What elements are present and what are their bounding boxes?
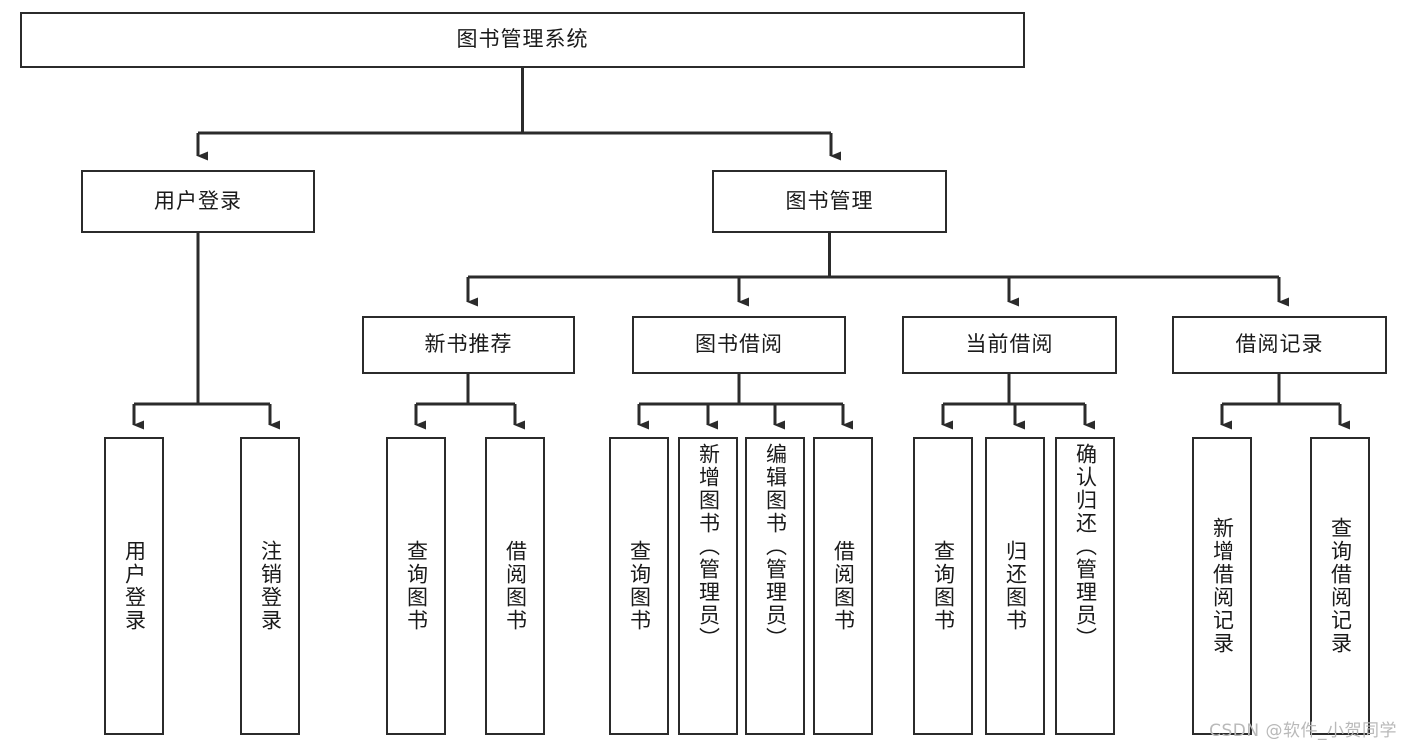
leaf-label-confirm-return-admin: 确认归还（管理员）	[1073, 443, 1098, 650]
node-book-borrow[interactable]: 图书借阅	[632, 316, 846, 374]
leaf-label-query-book-2: 查询图书	[627, 540, 652, 632]
node-borrow-record[interactable]: 借阅记录	[1172, 316, 1387, 374]
leaf-label-add-borrow-record: 新增借阅记录	[1210, 517, 1235, 655]
leaf-label-query-book-3: 查询图书	[931, 540, 956, 632]
leaf-label-query-book-1: 查询图书	[404, 540, 429, 632]
node-book-management[interactable]: 图书管理	[712, 170, 947, 233]
leaf-logout[interactable]: 注销登录	[240, 437, 300, 735]
leaf-label-borrow-book-2: 借阅图书	[831, 540, 856, 632]
node-label-user-login: 用户登录	[154, 188, 242, 213]
leaf-label-query-borrow-record: 查询借阅记录	[1328, 517, 1353, 655]
leaf-label-return-book: 归还图书	[1003, 540, 1028, 632]
node-book-management-system[interactable]: 图书管理系统	[20, 12, 1025, 68]
node-label-book-management: 图书管理	[785, 188, 874, 213]
node-user-login[interactable]: 用户登录	[81, 170, 315, 233]
leaf-add-borrow-record[interactable]: 新增借阅记录	[1192, 437, 1252, 735]
leaf-query-book-1[interactable]: 查询图书	[386, 437, 446, 735]
leaf-query-book-3[interactable]: 查询图书	[913, 437, 973, 735]
leaf-label-borrow-book-1: 借阅图书	[503, 540, 528, 632]
leaf-label-user-login: 用户登录	[122, 540, 147, 632]
leaf-label-logout: 注销登录	[258, 540, 283, 632]
node-label-current-borrow: 当前借阅	[965, 332, 1054, 357]
node-current-borrow[interactable]: 当前借阅	[902, 316, 1117, 374]
leaf-query-book-2[interactable]: 查询图书	[609, 437, 669, 735]
leaf-label-add-book-admin: 新增图书（管理员）	[696, 443, 721, 650]
leaf-confirm-return-admin[interactable]: 确认归还（管理员）	[1055, 437, 1115, 735]
leaf-return-book[interactable]: 归还图书	[985, 437, 1045, 735]
leaf-borrow-book-2[interactable]: 借阅图书	[813, 437, 873, 735]
leaf-edit-book-admin[interactable]: 编辑图书（管理员）	[745, 437, 805, 735]
node-label-borrow-record: 借阅记录	[1235, 332, 1324, 357]
node-new-book-recommend[interactable]: 新书推荐	[362, 316, 575, 374]
node-label-root: 图书管理系统	[456, 27, 589, 52]
leaf-borrow-book-1[interactable]: 借阅图书	[485, 437, 545, 735]
node-label-book-borrow: 图书借阅	[695, 332, 783, 357]
leaf-query-borrow-record[interactable]: 查询借阅记录	[1310, 437, 1370, 735]
leaf-label-edit-book-admin: 编辑图书（管理员）	[763, 443, 788, 650]
leaf-user-login[interactable]: 用户登录	[104, 437, 164, 735]
node-label-new-book-recommend: 新书推荐	[424, 332, 513, 357]
leaf-add-book-admin[interactable]: 新增图书（管理员）	[678, 437, 738, 735]
